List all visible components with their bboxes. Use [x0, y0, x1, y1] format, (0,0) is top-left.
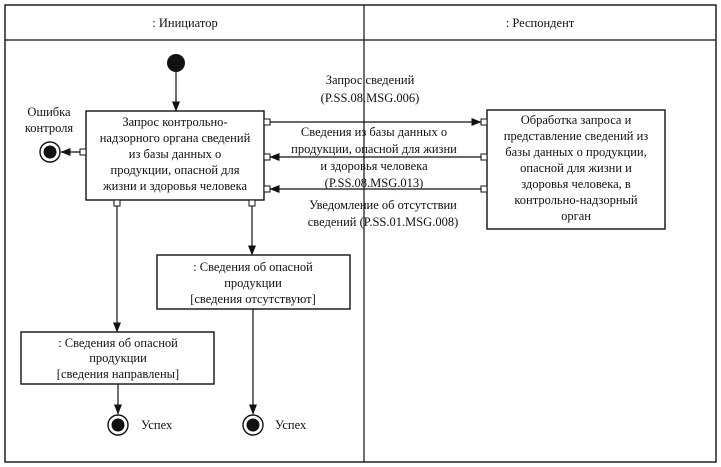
info-sent-line-3: [сведения направлены] [57, 367, 179, 381]
request-action-line-5: жизни и здоровья человека [102, 179, 247, 193]
request-message-label-line-2: (P.SS.08.MSG.006) [321, 91, 420, 105]
processing-action-line-4: опасной для жизни и [520, 161, 632, 175]
request-message-label-line-1: Запрос сведений [326, 73, 415, 87]
info-absent-line-1: : Сведения об опасной [193, 260, 313, 274]
info-sent-object: : Сведения об опасной продукции [сведени… [20, 331, 215, 385]
absence-message-label-line-1: Уведомление об отсутствии [309, 198, 457, 212]
success-final-node-left [107, 414, 129, 436]
info-sent-line-1: : Сведения об опасной [58, 336, 178, 350]
error-label-line-2: контроля [25, 121, 74, 135]
lane-initiator-title: : Инициатор [152, 16, 217, 30]
info-absent-line-2: продукции [224, 276, 282, 290]
success-label-left: Успех [141, 418, 173, 432]
request-action-line-4: продукции, опасной для [111, 163, 240, 177]
success-final-node-right [242, 414, 264, 436]
processing-action-line-7: орган [561, 209, 591, 223]
processing-action-line-2: представление сведений из [504, 129, 649, 143]
success-label-right: Успех [275, 418, 307, 432]
error-final-node [39, 141, 61, 163]
info-absent-line-3: [сведения отсутствуют] [190, 292, 316, 306]
info-absent-object: : Сведения об опасной продукции [сведени… [156, 254, 351, 310]
initial-node [167, 54, 185, 72]
processing-action-line-5: здоровья человека, в [521, 177, 631, 191]
processing-action: Обработка запроса и представление сведен… [480, 109, 666, 230]
lane-respondent-title: : Респондент [506, 16, 575, 30]
swimlanes: : Инициатор : Респондент [4, 4, 717, 463]
response-message-label-line-1: Сведения из базы данных о [301, 125, 447, 139]
processing-action-line-3: базы данных о продукции, [505, 145, 647, 159]
processing-action-line-6: контрольно-надзорный [514, 193, 638, 207]
request-action-line-2: надзорного органа сведений [100, 131, 251, 145]
processing-action-line-1: Обработка запроса и [521, 113, 632, 127]
request-action-line-3: из базы данных о [129, 147, 221, 161]
response-message-label-line-3: и здоровья человека [320, 159, 428, 173]
info-sent-line-2: продукции [89, 351, 147, 365]
error-label-line-1: Ошибка [27, 105, 71, 119]
request-action-line-1: Запрос контрольно- [122, 115, 227, 129]
response-message-label-line-4: (P.SS.08.MSG.013) [325, 176, 424, 190]
absence-message-label-line-2: сведений (P.SS.01.MSG.008) [308, 215, 459, 229]
response-message-label-line-2: продукции, опасной для жизни [291, 142, 457, 156]
request-action: Запрос контрольно- надзорного органа све… [79, 110, 271, 207]
